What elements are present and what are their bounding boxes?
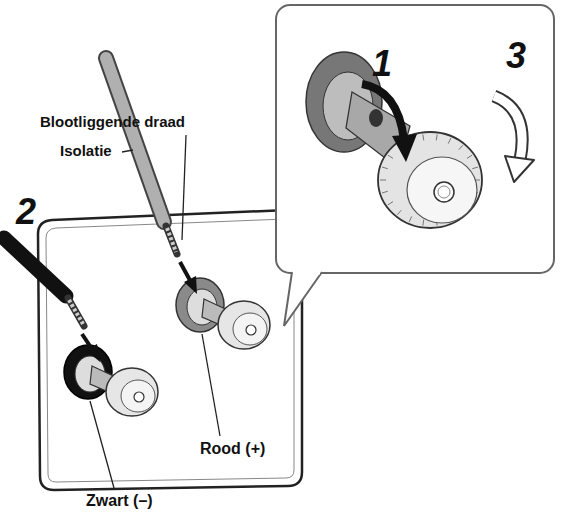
knurl-stroke [388, 155, 393, 158]
detail-callout [276, 5, 554, 326]
knurl-stroke [436, 134, 438, 140]
enlarged-knob-face [407, 157, 477, 223]
loosen-arrow [362, 84, 417, 162]
red-knob-hole [246, 325, 256, 335]
callout-tail [284, 272, 322, 326]
tighten-arrowhead [505, 156, 534, 182]
tighten-arrow-outline [494, 96, 522, 160]
knurl-stroke [459, 145, 463, 150]
step-number: 2 [16, 192, 36, 232]
tighten-arrow [494, 96, 534, 182]
enlarged-terminal [306, 52, 482, 228]
grey-insert-arrowhead [184, 276, 197, 294]
step-number: 3 [506, 36, 526, 76]
enlarged-knob-hole [434, 182, 454, 202]
knurl-stroke [388, 202, 393, 205]
plate-outline [38, 210, 302, 490]
insulation-leader [122, 150, 133, 152]
knurl-stroke [467, 155, 472, 158]
knurl-stroke [422, 134, 424, 140]
red-knob-face [233, 313, 267, 345]
bare-wire-leader [182, 135, 186, 240]
knurl-stroke [448, 138, 450, 143]
red-terminal [176, 278, 270, 349]
red-leader [202, 334, 220, 436]
grey-wire [106, 58, 197, 294]
black-bare-twist [69, 300, 83, 324]
plate-inner-edge [46, 219, 294, 482]
knurl-stroke [382, 167, 388, 169]
grey-bare-twist [167, 228, 176, 252]
knurl-stroke [397, 210, 401, 215]
knob-knurling [380, 134, 480, 225]
black-insert-arrowhead [86, 344, 100, 362]
grey-insulation-edge [106, 58, 164, 222]
loosen-arrowhead [392, 134, 417, 162]
step-number: 1 [372, 44, 392, 84]
knurl-stroke [382, 191, 388, 193]
terminal-label: Rood (+) [200, 440, 265, 458]
wire-label: Blootliggende draad [40, 114, 185, 131]
grey-insulation [106, 58, 164, 222]
knurl-stroke [409, 216, 411, 221]
wire-label: Isolatie [60, 143, 112, 160]
black-leader [90, 401, 114, 488]
tighten-arrow-shaft [494, 96, 522, 160]
black-wire [4, 238, 100, 362]
terminal-label: Zwart (–) [86, 492, 153, 510]
knurl-stroke [422, 220, 424, 226]
black-knob-hole [134, 392, 144, 402]
leader-lines [90, 135, 220, 488]
red-knob [218, 301, 270, 349]
callout-frame [276, 5, 554, 273]
grey-bare-wire [166, 226, 177, 254]
knurl-stroke [472, 167, 478, 169]
black-bare-wire [68, 298, 84, 326]
black-knob [106, 368, 158, 416]
callout-tail-join [294, 272, 320, 275]
enlarged-knob-thread [438, 186, 450, 198]
loosen-arrow-shaft [362, 84, 404, 140]
enlarged-wire-hole [369, 109, 383, 127]
knurl-stroke [380, 180, 386, 181]
black-insulation [4, 238, 66, 296]
black-terminal [64, 345, 158, 416]
terminal-plate [38, 210, 302, 490]
black-knob-face [121, 380, 155, 412]
enlarged-knob [378, 132, 482, 228]
